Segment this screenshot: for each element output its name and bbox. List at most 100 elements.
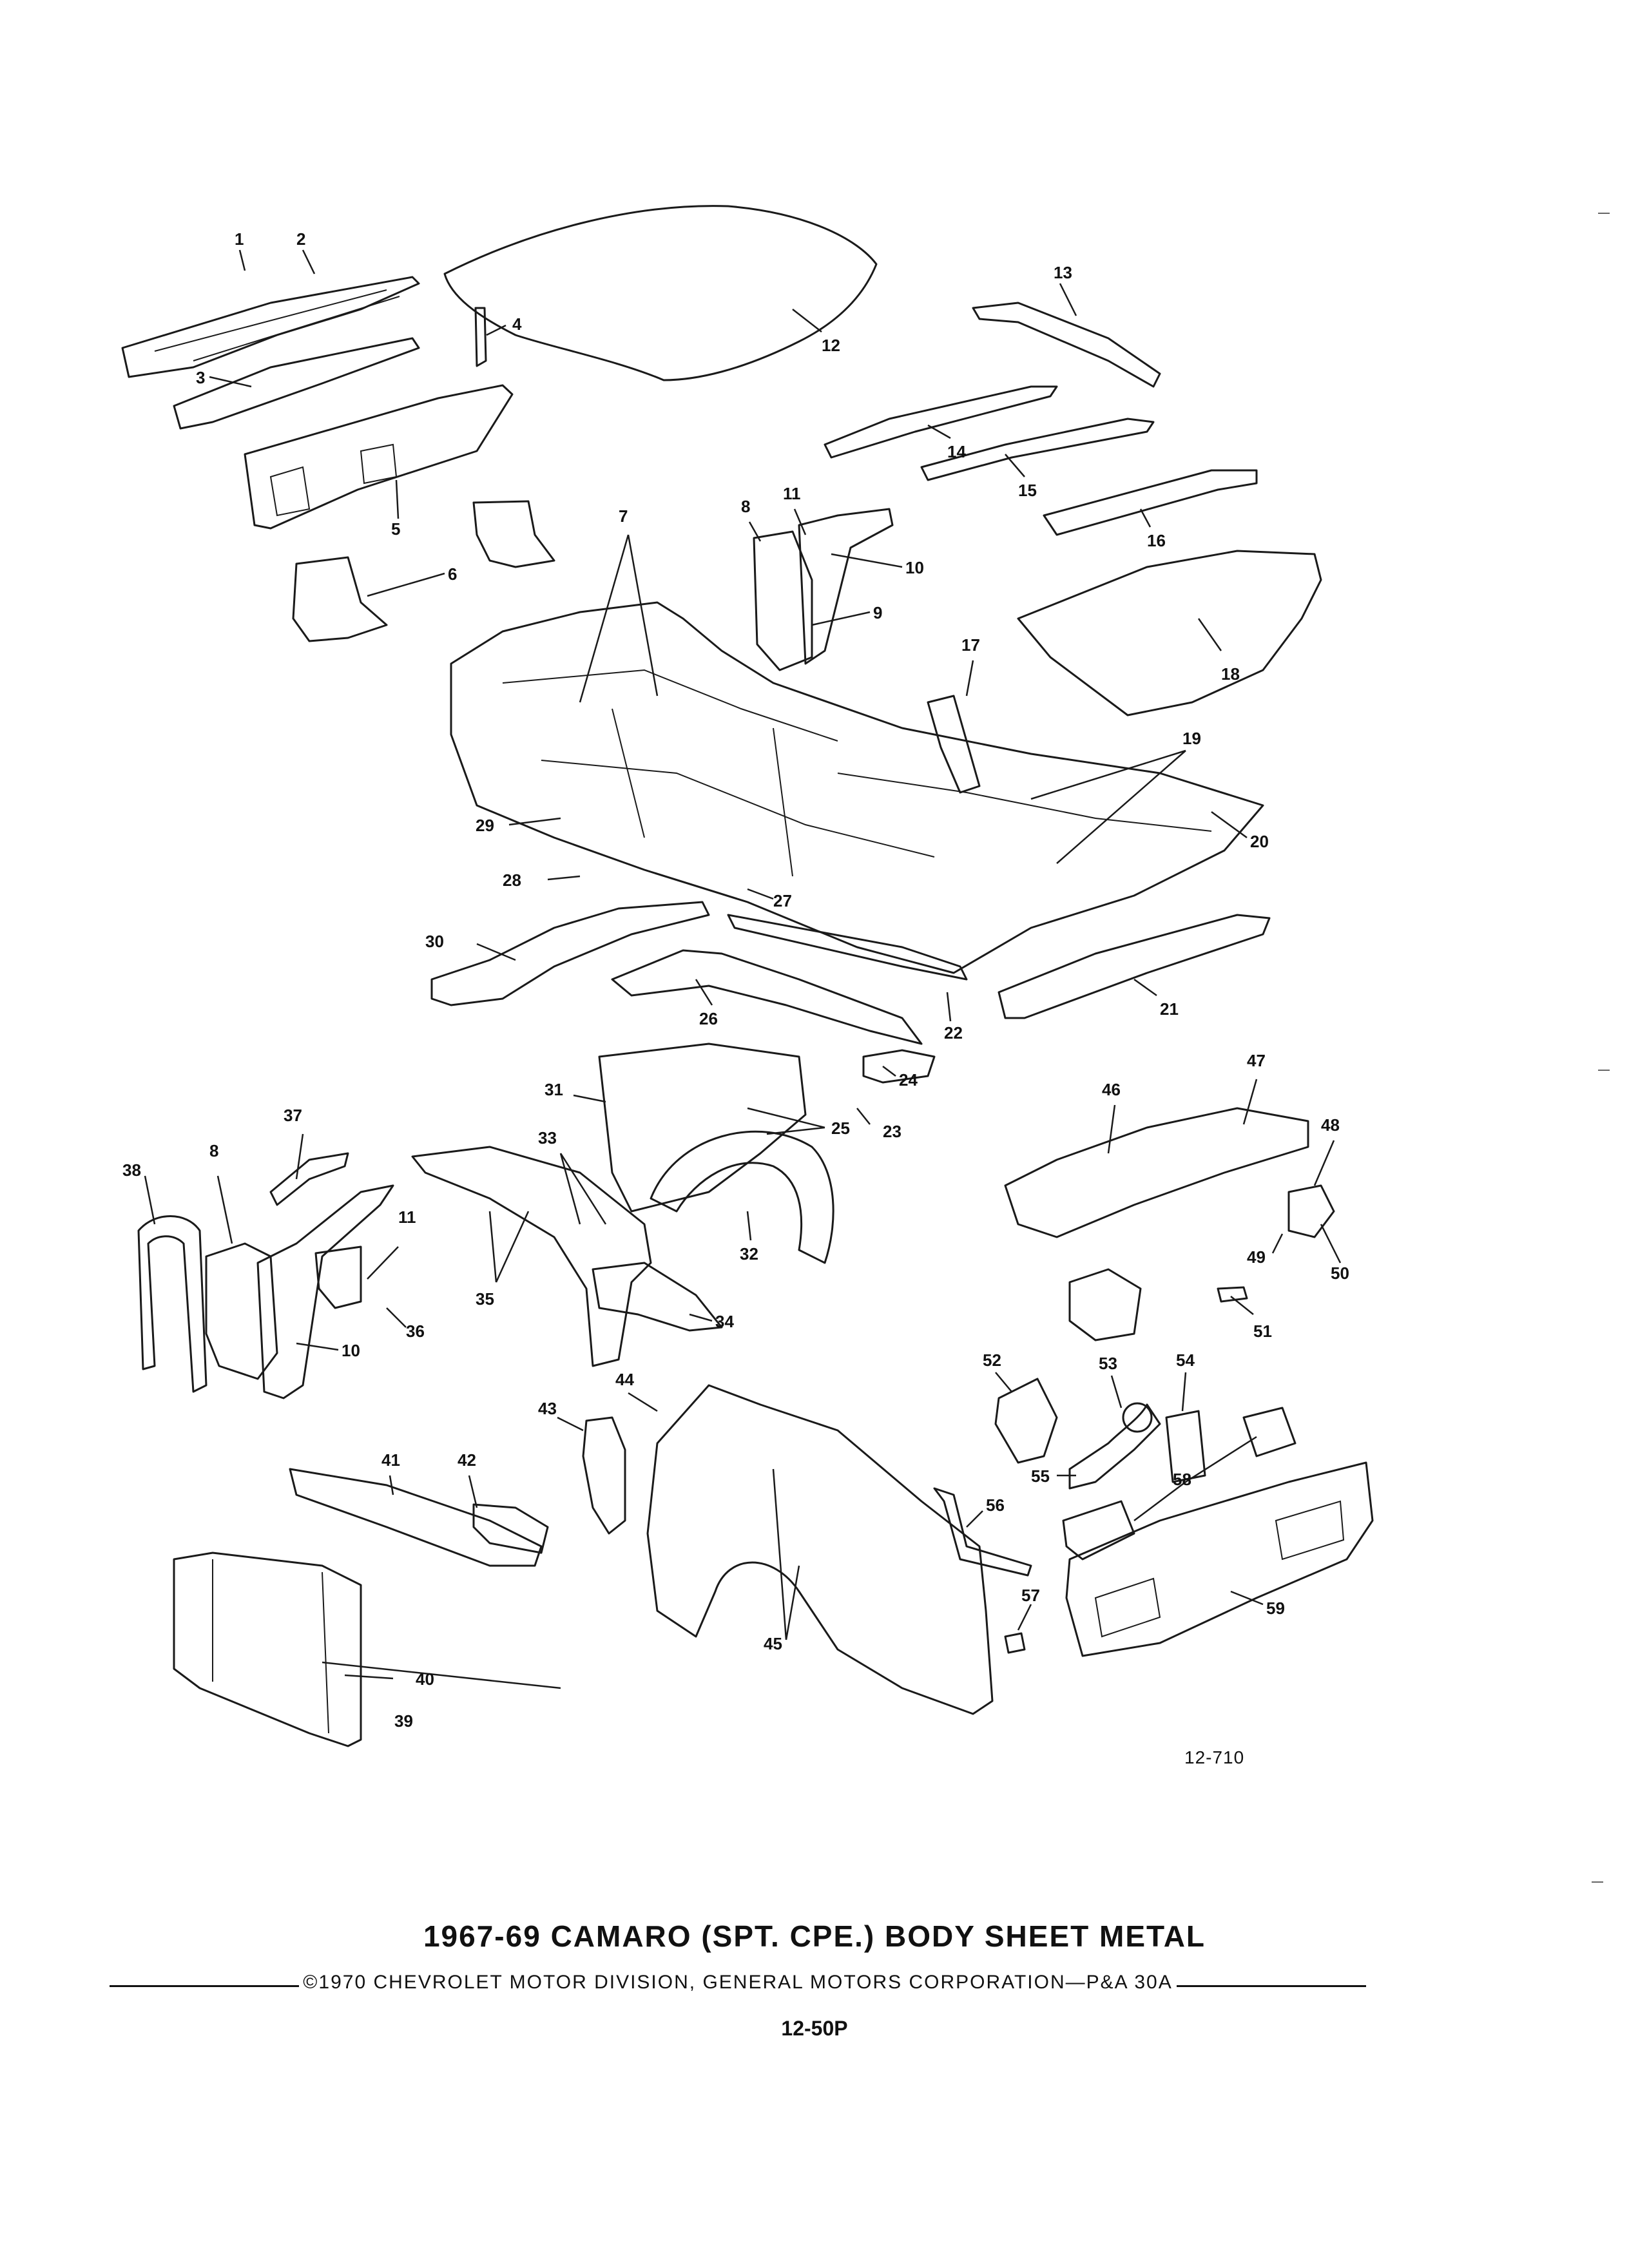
callout-40: 40 bbox=[416, 1669, 434, 1689]
part-38-weatherstrip bbox=[137, 1215, 207, 1393]
callout-21: 21 bbox=[1160, 999, 1179, 1019]
part-45-quarter-panel bbox=[646, 1384, 994, 1715]
callout-14: 14 bbox=[947, 442, 966, 461]
copyright-row: ©1970 CHEVROLET MOTOR DIVISION, GENERAL … bbox=[110, 1965, 1366, 1994]
callout-31: 31 bbox=[545, 1080, 563, 1099]
callout-44: 44 bbox=[615, 1370, 634, 1389]
part-3-cowl-inner bbox=[173, 337, 420, 430]
callout-17: 17 bbox=[961, 635, 980, 655]
part-16-back-window-panel bbox=[1043, 469, 1258, 536]
callout-53: 53 bbox=[1099, 1354, 1117, 1373]
part-6-toe-pan bbox=[292, 556, 388, 642]
callout-2: 2 bbox=[296, 229, 305, 249]
callout-36: 36 bbox=[406, 1321, 425, 1341]
scan-mark bbox=[1598, 1070, 1610, 1071]
callout-20: 20 bbox=[1250, 832, 1269, 851]
callout-19: 19 bbox=[1182, 729, 1201, 748]
part-39-door bbox=[173, 1552, 362, 1747]
part-46-shelf bbox=[1004, 1107, 1309, 1238]
callout-1: 1 bbox=[235, 229, 244, 249]
part-12-roof-panel bbox=[443, 205, 878, 381]
callout-labels: 1 2 3 4 5 6 7 8 11 10 9 12 13 14 15 16 1… bbox=[122, 229, 1349, 1731]
part-2-cowl-panel bbox=[121, 276, 420, 378]
part-35-quarter-inner bbox=[411, 1146, 652, 1367]
part-8-pillar bbox=[753, 530, 813, 671]
callout-25: 25 bbox=[831, 1119, 850, 1138]
part-8-lock-pillar bbox=[205, 1242, 278, 1380]
callout-46: 46 bbox=[1102, 1080, 1121, 1099]
part-outlines bbox=[121, 205, 1374, 1747]
callout-37: 37 bbox=[284, 1106, 302, 1125]
part-15-roof-bow bbox=[920, 418, 1155, 481]
part-17-brace bbox=[927, 695, 981, 794]
page-title: 1967-69 CAMARO (SPT. CPE.) BODY SHEET ME… bbox=[423, 1919, 1206, 1953]
part-34-panel bbox=[592, 1262, 723, 1332]
callout-51: 51 bbox=[1253, 1321, 1272, 1341]
callout-45: 45 bbox=[764, 1634, 782, 1653]
part-26-side-rail bbox=[611, 949, 923, 1045]
left-rule bbox=[110, 1985, 300, 1987]
part-37-strip bbox=[269, 1152, 349, 1206]
callout-24: 24 bbox=[899, 1070, 918, 1090]
callout-38: 38 bbox=[122, 1160, 141, 1180]
callout-15: 15 bbox=[1018, 481, 1037, 500]
copyright-text: ©1970 CHEVROLET MOTOR DIVISION, GENERAL … bbox=[303, 1972, 1173, 1993]
part-10-hinge-pillar bbox=[256, 1184, 394, 1399]
callout-23: 23 bbox=[883, 1122, 901, 1141]
callout-28: 28 bbox=[503, 870, 521, 890]
part-4-bracket bbox=[474, 307, 487, 367]
callout-leaders bbox=[144, 249, 1342, 1689]
part-41-rocker-panel bbox=[289, 1468, 543, 1567]
callout-18: 18 bbox=[1221, 664, 1240, 684]
callout-49: 49 bbox=[1247, 1247, 1266, 1267]
callout-58: 58 bbox=[1173, 1470, 1191, 1489]
callout-10-lower: 10 bbox=[342, 1341, 360, 1360]
callout-35: 35 bbox=[476, 1289, 494, 1309]
part-13-roof-rail bbox=[972, 302, 1161, 388]
callout-47: 47 bbox=[1247, 1051, 1266, 1070]
callout-30: 30 bbox=[425, 932, 444, 951]
part-5-instrument-panel bbox=[244, 384, 514, 530]
part-14-roof-bow bbox=[824, 385, 1058, 459]
part-22-rail bbox=[727, 914, 968, 981]
callout-29: 29 bbox=[476, 816, 494, 835]
callout-8: 8 bbox=[741, 497, 750, 516]
callout-42: 42 bbox=[458, 1450, 476, 1470]
part-43-lock-pillar bbox=[582, 1416, 626, 1535]
right-rule bbox=[1176, 1985, 1366, 1987]
callout-52: 52 bbox=[983, 1350, 1001, 1370]
callout-12: 12 bbox=[822, 336, 840, 355]
callout-11-lower: 11 bbox=[398, 1207, 416, 1227]
callout-33: 33 bbox=[538, 1128, 557, 1148]
part-7-floor-pan bbox=[450, 601, 1264, 974]
callout-56: 56 bbox=[986, 1495, 1005, 1515]
part-18-deck-lid bbox=[1017, 550, 1322, 716]
scan-mark bbox=[1598, 213, 1610, 214]
callout-43: 43 bbox=[538, 1399, 557, 1418]
callout-59: 59 bbox=[1266, 1599, 1285, 1618]
callout-55: 55 bbox=[1031, 1466, 1050, 1486]
callout-32: 32 bbox=[740, 1244, 758, 1264]
part-30-rocker bbox=[430, 901, 710, 1006]
callout-39: 39 bbox=[394, 1711, 413, 1731]
part-59-rear-end-panel bbox=[1065, 1461, 1374, 1657]
figure-reference: 12-710 bbox=[1184, 1747, 1245, 1767]
part-21-rear-panel bbox=[998, 914, 1271, 1019]
callout-22: 22 bbox=[944, 1023, 963, 1043]
callout-57: 57 bbox=[1021, 1586, 1040, 1605]
callout-3: 3 bbox=[196, 368, 205, 387]
part-53-filler bbox=[1068, 1403, 1161, 1490]
callout-11: 11 bbox=[783, 484, 801, 503]
callout-16: 16 bbox=[1147, 531, 1166, 550]
callout-8-lower: 8 bbox=[209, 1141, 218, 1160]
page-number: 12-50P bbox=[781, 2017, 848, 2040]
callout-4: 4 bbox=[512, 314, 522, 334]
callout-9: 9 bbox=[873, 603, 882, 622]
callout-27: 27 bbox=[773, 891, 792, 910]
callout-54: 54 bbox=[1176, 1350, 1195, 1370]
callout-48: 48 bbox=[1321, 1115, 1340, 1135]
callout-13: 13 bbox=[1054, 263, 1072, 282]
callout-50: 50 bbox=[1331, 1264, 1349, 1283]
scan-mark bbox=[1592, 1881, 1603, 1883]
